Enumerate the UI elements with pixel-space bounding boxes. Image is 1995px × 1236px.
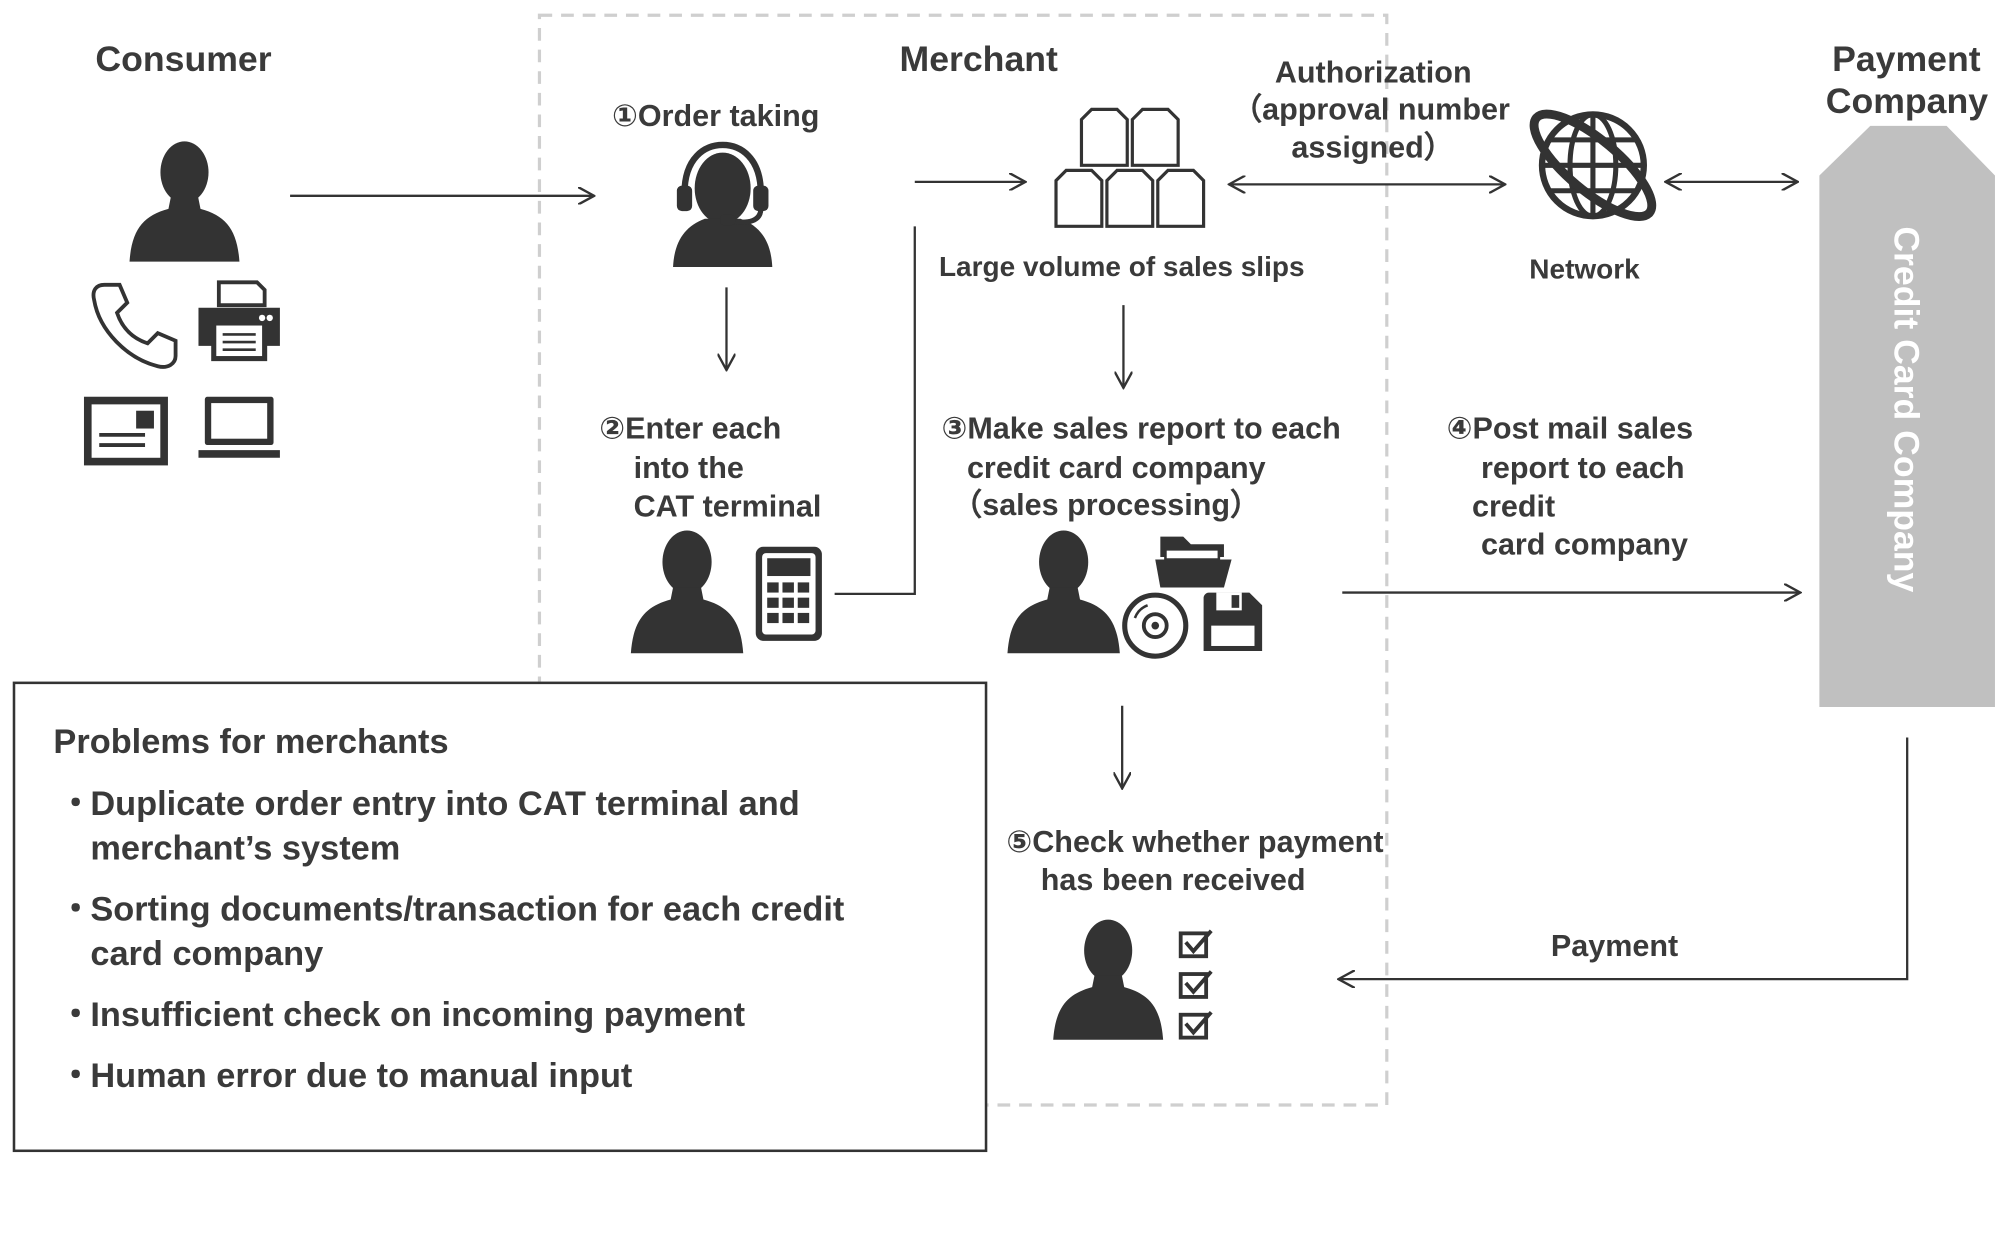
folder-icon bbox=[1155, 536, 1232, 588]
problems-box: Problems for merchants ・ Duplicate order… bbox=[12, 681, 988, 1153]
problem-text-line1: Sorting documents/transaction for each c… bbox=[90, 890, 845, 929]
mail-icon bbox=[83, 396, 168, 466]
arrow-cat-to-slips bbox=[834, 226, 916, 595]
phone-icon bbox=[91, 282, 178, 369]
step-post-mail-line4: card company bbox=[1480, 527, 1689, 563]
step-enter-line3: CAT terminal bbox=[633, 489, 822, 524]
payment-company-header-line1: Payment bbox=[1832, 39, 1981, 79]
step-post-mail-line2: report to each bbox=[1480, 451, 1685, 486]
globe-network-icon bbox=[1529, 109, 1657, 222]
problem-text-line1: Human error due to manual input bbox=[90, 1056, 633, 1095]
consumer-person-icon bbox=[129, 141, 240, 262]
step-post-mail-line3: credit bbox=[1472, 489, 1556, 524]
step-check-payment-line1: ⑤Check whether payment bbox=[1006, 825, 1384, 860]
sales-slips-label: Large volume of sales slips bbox=[938, 250, 1305, 283]
diagram-stage: Consumer Merchant Payment Company ①Order… bbox=[12, 13, 1995, 1153]
network-label: Network bbox=[1529, 253, 1640, 285]
problem-text-line1: Insufficient check on incoming payment bbox=[90, 995, 746, 1034]
problem-item-continued: merchant’s system bbox=[59, 825, 400, 962]
report-person-icon bbox=[1007, 530, 1120, 654]
printer-icon bbox=[198, 280, 280, 362]
consumer-header: Consumer bbox=[95, 39, 272, 79]
diagram-graphics bbox=[83, 13, 1995, 1107]
authorization-line2: （approval number bbox=[1231, 92, 1510, 128]
step-order-taking: ①Order taking bbox=[611, 99, 820, 134]
credit-card-company-label: Credit Card Company bbox=[1886, 226, 1927, 593]
step-enter-line2: into the bbox=[633, 451, 744, 486]
problem-item: ・ Insufficient check on incoming payment bbox=[58, 992, 746, 1175]
checklist-icon bbox=[1178, 929, 1213, 1040]
step-enter-line1: ②Enter each bbox=[599, 411, 782, 447]
bullet: ・ bbox=[58, 890, 93, 929]
calculator-icon bbox=[755, 546, 822, 641]
authorization-line1: Authorization bbox=[1274, 55, 1472, 91]
bullet: ・ bbox=[58, 995, 93, 1034]
problem-item: ・ Duplicate order entry into CAT termina… bbox=[58, 781, 800, 964]
payment-company-header-line2: Company bbox=[1825, 81, 1989, 121]
cd-icon bbox=[1122, 592, 1189, 659]
check-person-icon bbox=[1053, 919, 1164, 1040]
bullet: ・ bbox=[58, 784, 93, 823]
problem-text-line2: card company bbox=[90, 934, 324, 973]
documents-icon bbox=[1054, 107, 1206, 228]
step-sales-report-line2: credit card company bbox=[966, 451, 1266, 486]
problem-item: ・ Human error due to manual input bbox=[58, 1053, 633, 1236]
credit-card-company-block bbox=[1819, 125, 1995, 708]
problem-item-continued: card company bbox=[59, 931, 323, 1068]
step-check-payment-line2: has been received bbox=[1040, 863, 1306, 898]
problem-text-line1: Duplicate order entry into CAT terminal … bbox=[90, 784, 800, 823]
problems-title: Problems for merchants bbox=[53, 722, 449, 761]
problem-item: ・ Sorting documents/transaction for each… bbox=[58, 886, 845, 1069]
problem-text-line2: merchant’s system bbox=[90, 829, 401, 868]
headset-operator-icon bbox=[673, 141, 773, 268]
step-sales-report-line1: ③Make sales report to each bbox=[941, 411, 1341, 447]
arrow-payment bbox=[1338, 737, 1909, 980]
floppy-disk-icon bbox=[1203, 592, 1263, 652]
payment-label: Payment bbox=[1550, 929, 1679, 964]
laptop-icon bbox=[198, 396, 280, 458]
step-post-mail-line1: ④Post mail sales bbox=[1446, 411, 1694, 447]
enter-person-icon bbox=[630, 530, 744, 654]
step-sales-report-line3: （sales processing） bbox=[951, 488, 1261, 523]
merchant-header: Merchant bbox=[899, 39, 1058, 79]
bullet: ・ bbox=[58, 1056, 93, 1095]
authorization-line3: assigned） bbox=[1291, 130, 1455, 166]
